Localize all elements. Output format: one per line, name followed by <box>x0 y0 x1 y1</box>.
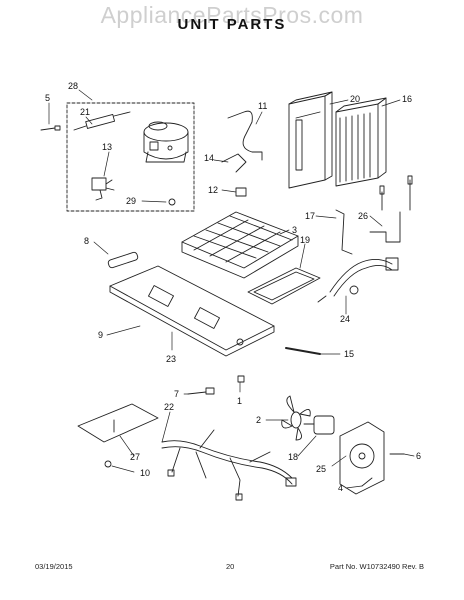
callout-15: 15 <box>344 349 354 359</box>
callout-10: 10 <box>140 468 150 478</box>
condenser-cover-part <box>288 91 333 189</box>
clip-part-29 <box>168 198 176 206</box>
page-title: UNIT PARTS <box>177 16 287 33</box>
callout-2: 2 <box>256 415 261 425</box>
callout-7: 7 <box>174 389 179 399</box>
tube-part-14 <box>221 153 247 173</box>
callout-23: 23 <box>166 354 176 364</box>
tube-part-17 <box>335 209 353 255</box>
wire-harness-part-24 <box>317 257 399 303</box>
callout-1: 1 <box>237 396 242 406</box>
footer-part-number: Part No. W10732490 Rev. B <box>329 562 424 571</box>
compressor-group-box <box>66 102 195 212</box>
strap-part-15 <box>285 347 321 355</box>
fan-blade-part <box>281 395 311 441</box>
condenser-coil-part <box>335 97 387 187</box>
callout-17: 17 <box>305 211 315 221</box>
start-device-part <box>73 111 131 131</box>
callout-29: 29 <box>126 196 136 206</box>
callout-8: 8 <box>84 236 89 246</box>
tube-part-26 <box>369 175 413 243</box>
leader-lines <box>48 89 415 489</box>
watermark: AppliancePartsPros.com <box>100 2 364 28</box>
tube-part-11 <box>227 110 263 161</box>
footer-page-number: 20 <box>226 562 235 571</box>
callout-19: 19 <box>300 235 310 245</box>
cylinder-part-8 <box>107 251 139 269</box>
callout-3: 3 <box>292 225 297 235</box>
callout-16: 16 <box>402 94 412 104</box>
callout-22: 22 <box>164 402 174 412</box>
screw-part-10 <box>104 460 112 468</box>
callout-25: 25 <box>316 464 326 474</box>
callout-21: 21 <box>80 107 90 117</box>
callout-12: 12 <box>208 185 218 195</box>
screw-part-5 <box>40 125 61 131</box>
callout-28: 28 <box>68 81 78 91</box>
fan-shroud-part <box>339 421 385 495</box>
wire-harness-part-22 <box>161 429 297 501</box>
callout-numbers: 28 5 21 13 29 20 16 11 14 12 17 26 3 19 … <box>45 81 421 493</box>
screw-part-1 <box>237 375 245 383</box>
callout-20: 20 <box>350 94 360 104</box>
callout-11: 11 <box>258 101 267 111</box>
drain-tray-part <box>247 267 321 305</box>
callout-6: 6 <box>416 451 421 461</box>
footer-date: 03/19/2015 <box>35 562 73 571</box>
callout-18: 18 <box>288 452 298 462</box>
overload-part <box>91 177 115 201</box>
callout-5: 5 <box>45 93 50 103</box>
base-plate-part-23 <box>109 265 275 357</box>
clip-part-12 <box>235 187 247 197</box>
callout-4: 4 <box>338 483 343 493</box>
screw-part-7 <box>187 387 215 395</box>
fan-motor-part <box>303 415 335 435</box>
compressor-part <box>143 121 189 163</box>
screw-part-4 <box>361 477 373 487</box>
evaporator-part <box>181 211 299 279</box>
callout-13: 13 <box>102 142 112 152</box>
callout-9: 9 <box>98 330 103 340</box>
callout-27: 27 <box>130 452 140 462</box>
callout-26: 26 <box>358 211 368 221</box>
insulation-sheet-part <box>77 403 159 443</box>
callout-24: 24 <box>340 314 350 324</box>
callout-14: 14 <box>204 153 214 163</box>
